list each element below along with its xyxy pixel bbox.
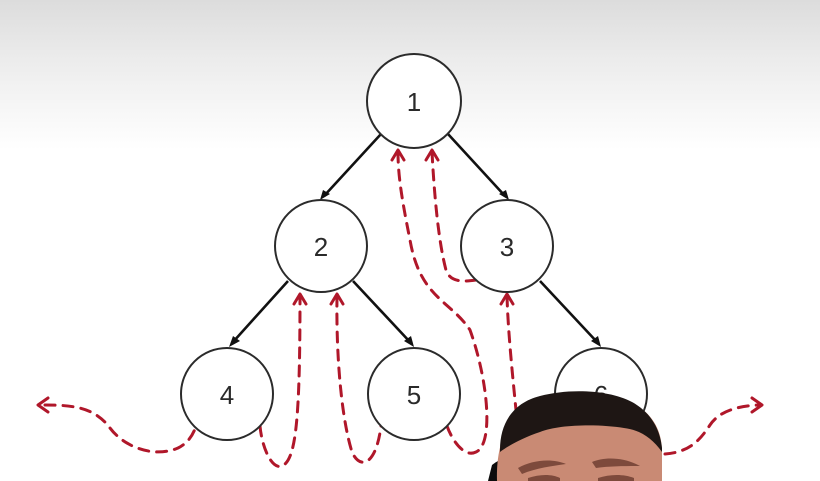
node-1-label: 1: [407, 87, 421, 117]
edge-3-6-arrowhead: [591, 336, 601, 347]
path-up-3-arrowhead: [499, 292, 515, 306]
edge-1-3: [447, 133, 506, 197]
path-down-2-right-arrowhead: [329, 292, 345, 306]
node-3-circle: [460, 199, 554, 293]
path-up-1-left-arrowhead: [390, 148, 406, 162]
edge-3-6: [539, 280, 598, 343]
presenter-face-overlay: [488, 391, 662, 481]
edge-1-2: [323, 133, 382, 197]
path-1-down-to-3: [430, 150, 478, 283]
presenter-eyes: [528, 475, 634, 481]
path-2-down-under-5: [335, 294, 383, 464]
edge-2-5: [352, 280, 411, 343]
path-left-arrowhead: [36, 396, 50, 414]
node-1-circle: [366, 53, 462, 149]
node-5-circle: [367, 347, 461, 441]
node-2-circle: [274, 199, 368, 293]
edge-2-4: [232, 280, 289, 343]
path-5-up-to-1: [396, 150, 489, 455]
presenter-brow: [518, 460, 566, 474]
node-5: 5: [367, 347, 461, 441]
edge-2-4-arrowhead: [229, 336, 240, 347]
presenter-brow-right: [592, 458, 640, 468]
edge-1-2-arrowhead: [320, 190, 330, 200]
node-2: 2: [274, 199, 368, 293]
node-4: 4: [180, 347, 274, 441]
tree-edges: [229, 133, 601, 347]
path-down-1-right-arrowhead: [424, 148, 440, 162]
path-under-4-up-2: [258, 294, 302, 468]
node-4-circle: [180, 347, 274, 441]
node-2-label: 2: [314, 232, 328, 262]
path-right-arrowhead: [750, 396, 764, 414]
presenter-hair: [500, 391, 662, 452]
node-4-label: 4: [220, 380, 234, 410]
path-left-tail: [43, 403, 198, 454]
node-3: 3: [460, 199, 554, 293]
node-1: 1: [366, 53, 462, 149]
path-3-down-to-6: [505, 294, 518, 412]
path-up-2-left-arrowhead: [292, 292, 308, 306]
traversal-path: [36, 148, 764, 468]
edge-1-3-arrowhead: [499, 190, 509, 200]
edge-2-5-arrowhead: [404, 336, 414, 347]
node-5-label: 5: [407, 380, 421, 410]
path-right-tail: [663, 403, 760, 456]
node-3-label: 3: [500, 232, 514, 262]
tree-nodes: 1 2 3 4 5 6: [180, 53, 648, 441]
